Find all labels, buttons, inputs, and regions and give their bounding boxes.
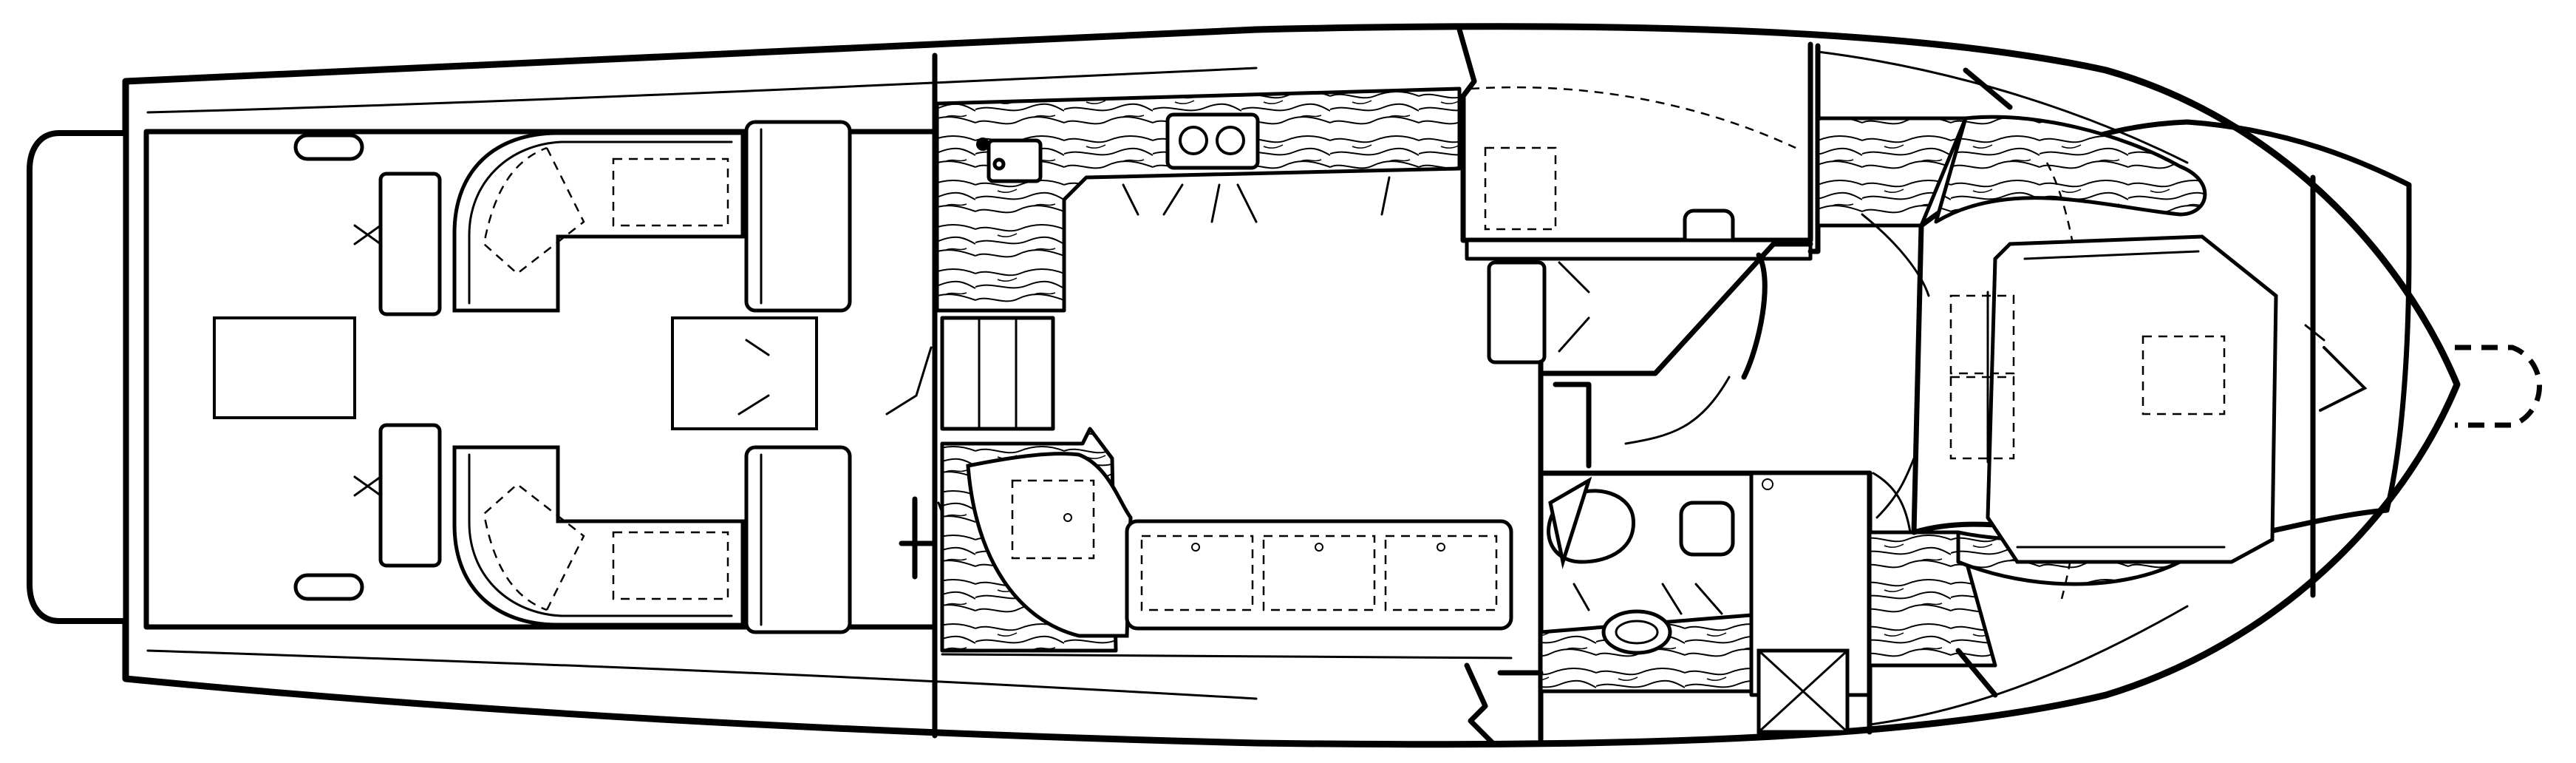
lounge-back-bottom <box>744 445 852 634</box>
chine-line-bottom <box>1868 605 2189 726</box>
vberth-port-side <box>1955 67 2013 698</box>
cockpit-seat-top-left <box>378 172 442 316</box>
head-door-swing-2 <box>1572 583 1723 615</box>
galley-drain <box>992 157 1006 171</box>
salon-settee-long <box>1125 519 1513 631</box>
salon-settee <box>966 452 1133 638</box>
lounge-seat-top <box>452 131 745 313</box>
lounge-cushion-bottom <box>612 531 729 600</box>
forward-berth-cushion-2 <box>1949 376 2015 460</box>
step-lines <box>978 316 1018 430</box>
lounge-seat-bottom-inner <box>468 453 733 617</box>
cabinet-door-swing-1 <box>1122 183 1184 216</box>
cabinet-door-swing-2 <box>1210 183 1258 223</box>
gunwale-inner-top <box>146 67 1258 114</box>
cleat-bottom <box>293 573 364 601</box>
door-swing-table-1 <box>737 339 770 416</box>
galley-faucet <box>976 138 989 151</box>
stair-hatch-dashed <box>1470 86 1796 149</box>
head-locker <box>1487 260 1547 364</box>
vberth-door-swing <box>1861 213 1930 519</box>
locker-door-swing <box>1558 261 1590 353</box>
forward-berth-inner <box>2016 250 2226 549</box>
shower-drain-square <box>1679 501 1735 557</box>
salon-fastener-4 <box>1063 513 1072 522</box>
head-wall-2 <box>1741 252 1768 380</box>
salon-lower-sill <box>941 653 1513 659</box>
toilet-tank <box>1548 476 1592 569</box>
shower-head <box>1762 478 1773 490</box>
vberth-top-shelf <box>1934 115 2207 224</box>
anchor-locker-triangle <box>2319 346 2368 412</box>
head-door-swing <box>1624 376 1731 445</box>
vberth-bulkhead <box>1807 43 1821 254</box>
stove-burner-1 <box>1179 126 1208 155</box>
forward-bulkhead-top <box>1456 27 1813 243</box>
cockpit-table <box>671 316 818 430</box>
salon-door-marker <box>899 496 936 580</box>
lounge-cushion-bottom-corner <box>483 483 585 611</box>
door-swing-cockpit-bottom <box>353 475 382 497</box>
gunwale-inner-bottom <box>146 649 1258 700</box>
salon-fastener-2 <box>1315 543 1323 552</box>
shower-box-x <box>1757 649 1849 733</box>
forward-counter-top <box>1465 238 1813 261</box>
steps-door-swing <box>885 346 933 416</box>
salon-cushion-3 <box>1384 535 1498 611</box>
lounge-cushion-top-corner <box>483 146 585 275</box>
salon-cushion-1 <box>1140 535 1254 611</box>
chine-line-top <box>1816 50 2189 164</box>
bow-pulpit-outline <box>2455 345 2543 428</box>
lounge-cushion-top <box>612 157 729 227</box>
salon-bulkhead-notch <box>1464 662 1544 746</box>
lounge-seat-bottom <box>452 445 745 627</box>
stove-burner-2 <box>1216 126 1245 155</box>
cockpit-seat-bottom-left <box>378 423 442 568</box>
swim-platform <box>27 130 129 624</box>
forward-berth <box>1986 234 2278 564</box>
head-sink-basin <box>1615 620 1659 645</box>
galley-sink <box>987 138 1043 183</box>
door-swing-cockpit-top <box>353 224 382 245</box>
chain-pipe <box>2304 324 2325 342</box>
salon-cushion-2 <box>1262 535 1376 611</box>
lounge-back-top <box>744 120 852 313</box>
galley-counter <box>935 87 1462 313</box>
salon-fastener-1 <box>1191 543 1200 552</box>
head-door-jamb <box>1553 382 1592 469</box>
salon-fastener-3 <box>1437 543 1445 552</box>
cabinet-door-swing-3 <box>1380 176 1391 216</box>
stair-hatch-box <box>1484 146 1557 231</box>
companionway-steps <box>940 316 1055 431</box>
lounge-seat-top-inner <box>468 140 733 305</box>
cleat-top <box>293 133 364 161</box>
shower-door-swing <box>1872 472 1912 534</box>
cockpit-hatch <box>213 316 356 419</box>
forward-berth-cushion-1 <box>1949 294 2015 375</box>
